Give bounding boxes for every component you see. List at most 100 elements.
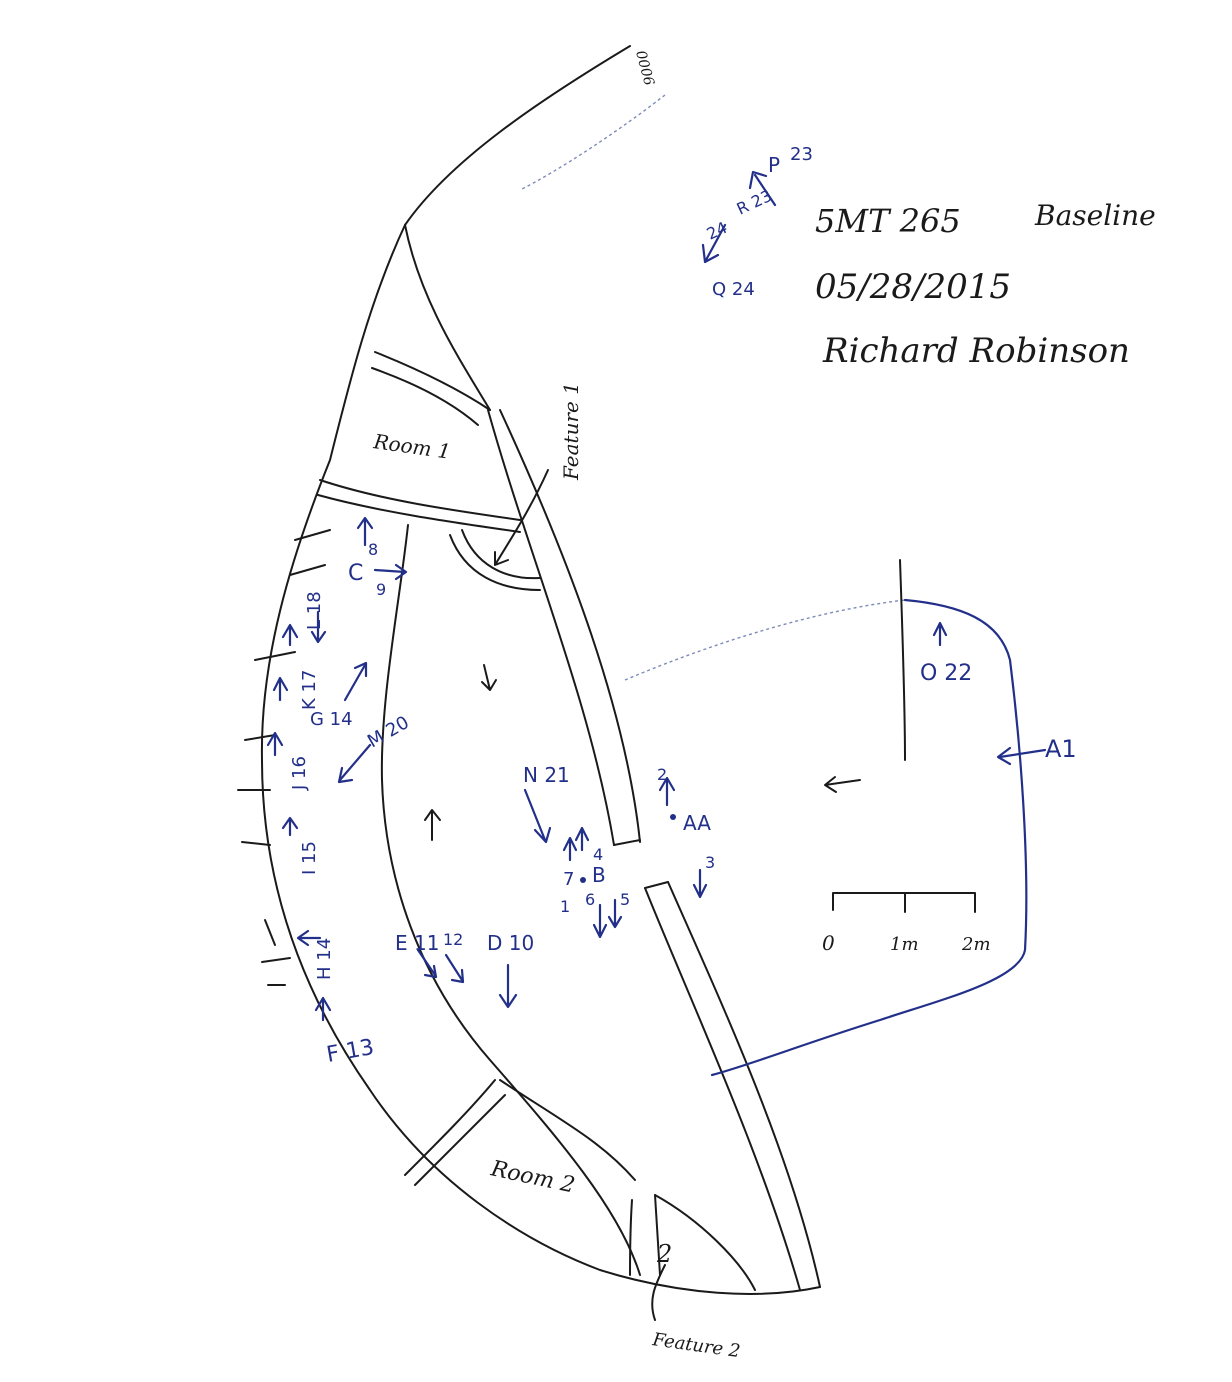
lower-channel-top (644, 881, 669, 889)
phase-label: Baseline (1034, 199, 1156, 232)
point-aa-marker (670, 814, 676, 820)
channel-gap (613, 839, 641, 846)
photo-labels: C 8 9 L 18 K 17 G 14 M 20 J 16 I 15 H 14… (289, 144, 1077, 1068)
interior-arrow-2 (424, 809, 441, 841)
scale-bar: 0 1m 2m (822, 892, 991, 955)
label-b1: 1 (560, 897, 570, 916)
arrow-q24 (701, 223, 727, 264)
room1-label: Room 1 (371, 429, 452, 464)
date: 05/28/2015 (815, 267, 1011, 307)
label-a1: A1 (1045, 735, 1077, 763)
label-aa3: 3 (705, 853, 715, 872)
feature2-label: Feature 2 (650, 1329, 741, 1362)
arrow-i (281, 816, 299, 837)
label-e11: E 11 (395, 931, 439, 955)
arrow-b6 (592, 903, 608, 939)
label-c8: 8 (368, 540, 378, 559)
label-d10: D 10 (487, 931, 534, 955)
label-c9: 9 (376, 580, 386, 599)
arrow-k (272, 676, 289, 702)
label-i15: I 15 (299, 841, 320, 875)
label-b6: 6 (585, 890, 595, 909)
label-b5: 5 (620, 890, 630, 909)
arrow-d10 (498, 963, 518, 1009)
room1-wall-top (374, 351, 491, 411)
room2-wall-top-2 (414, 1094, 506, 1186)
photo-roll-number: 0006 (632, 49, 657, 88)
lower-channel-left (644, 887, 801, 1291)
channel-left-wall (487, 409, 615, 846)
arrow-n21 (523, 788, 552, 844)
room2-label: Room 2 (488, 1156, 577, 1198)
arrow-aa2 (658, 776, 676, 807)
arrow-aa3 (692, 868, 708, 899)
room2-wall-right-3 (654, 1194, 661, 1276)
arrow-e11 (416, 948, 438, 979)
arrow-a1 (996, 746, 1047, 766)
room2-wall-top (404, 1079, 496, 1176)
site-number: 5MT 265 (815, 202, 961, 240)
label-b: B (592, 863, 606, 887)
label-n21: N 21 (523, 763, 570, 787)
label-f13: F 13 (325, 1035, 376, 1068)
label-p: P (768, 153, 780, 177)
enclosure-wall (710, 598, 1028, 1077)
room1-wall-bottom-2 (317, 494, 521, 533)
arrow-g14 (343, 661, 368, 702)
exterior-ticks (237, 529, 331, 986)
inner-wall (380, 524, 641, 1276)
label-r23: R 23 (734, 186, 775, 219)
recorder-name: Richard Robinson (822, 331, 1130, 371)
arrow-c9 (373, 563, 408, 581)
feature2-number: 2 (656, 1240, 672, 1268)
room1-wall-top-2 (371, 367, 479, 426)
label-k17: K 17 (299, 670, 320, 710)
enclosure-faint-line (624, 599, 906, 681)
arrow-b5 (607, 898, 623, 929)
label-h14: H 14 (314, 938, 335, 980)
scale-tick-0: 0 (822, 931, 835, 955)
label-o22: O 22 (920, 661, 972, 686)
label-c: C (348, 561, 363, 586)
arrow-o22 (932, 621, 948, 647)
arrow-p (748, 170, 777, 207)
arrow-j (266, 731, 284, 757)
arrow-e12 (444, 953, 465, 984)
baseline-vertical (899, 559, 906, 761)
room1-wall-bottom (319, 479, 521, 521)
label-e12: 12 (443, 930, 463, 949)
label-m20: M 20 (364, 712, 413, 752)
scale-tick-2m: 2m (961, 934, 991, 955)
lower-channel-right (667, 881, 821, 1288)
upper-wall-faint (519, 94, 666, 191)
room2-wall-right-2 (654, 1194, 756, 1291)
label-aa2: 2 (657, 765, 667, 784)
upper-wall-inner (404, 224, 491, 411)
label-b4: 4 (593, 845, 603, 864)
point-b-marker (580, 877, 586, 883)
arrow-f13 (314, 996, 332, 1022)
label-s24: 24 (704, 218, 730, 244)
channel-right-wall (499, 409, 641, 843)
feature1-curve-2 (461, 529, 541, 580)
room2-wall-right (629, 1199, 633, 1276)
structure-outline: 0 1m 2m (237, 45, 1028, 1321)
scale-tick-1m: 1m (890, 934, 919, 955)
arrow-l18 (310, 610, 327, 644)
label-g14: G 14 (310, 709, 353, 730)
photo-arrows (266, 170, 1047, 1022)
interior-arrow-1 (481, 664, 497, 691)
feature1-label: Feature 1 (559, 382, 583, 481)
label-p23: 23 (790, 144, 813, 165)
feature1-curve (449, 534, 541, 591)
arrow-m20 (337, 743, 372, 784)
label-b7: 7 (563, 869, 574, 890)
label-j16: J 16 (289, 756, 310, 791)
label-q24: Q 24 (712, 279, 755, 300)
arrow-l (281, 623, 299, 647)
label-aa: AA (683, 811, 711, 835)
interior-arrow-3 (824, 776, 861, 793)
arrow-h (296, 929, 322, 947)
arrow-b4 (562, 836, 578, 862)
